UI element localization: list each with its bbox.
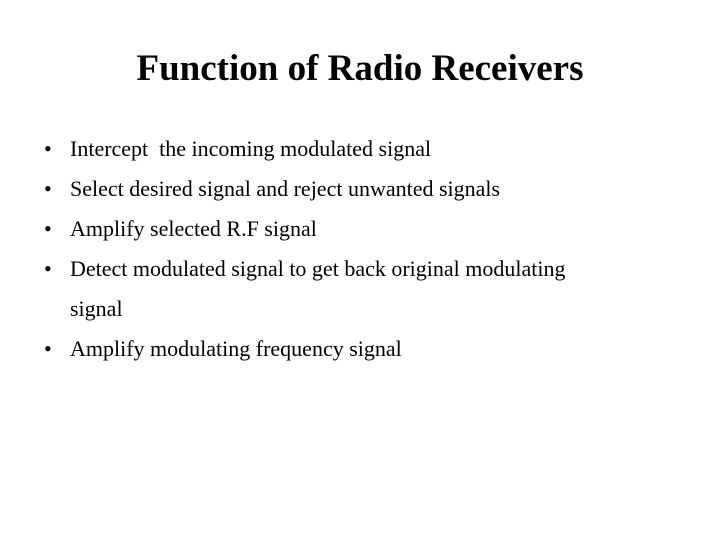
bullet-point-icon: • (44, 176, 52, 201)
bullet-point-icon: • (44, 216, 52, 241)
bullet-list: • Intercept the incoming modulated signa… (40, 129, 680, 369)
bullet-point-icon: • (44, 336, 52, 361)
list-item: • Amplify selected R.F signal (40, 209, 680, 249)
page-title: Function of Radio Receivers (136, 48, 584, 89)
list-item-label: Intercept the incoming modulated signal (70, 136, 432, 161)
bullet-point-icon: • (44, 256, 52, 281)
list-item: • Intercept the incoming modulated signa… (40, 129, 680, 169)
list-item: • Select desired signal and reject unwan… (40, 169, 680, 209)
bullet-point-icon: • (44, 136, 52, 161)
list-item-label: Amplify selected R.F signal (70, 216, 317, 241)
list-item: • Amplify modulating frequency signal (40, 329, 680, 369)
list-item: • Detect modulated signal to get back or… (40, 249, 680, 329)
list-item-label: Detect modulated signal to get back orig… (70, 256, 571, 321)
list-item-label: Select desired signal and reject unwante… (70, 176, 501, 201)
list-item-label: Amplify modulating frequency signal (70, 336, 402, 361)
